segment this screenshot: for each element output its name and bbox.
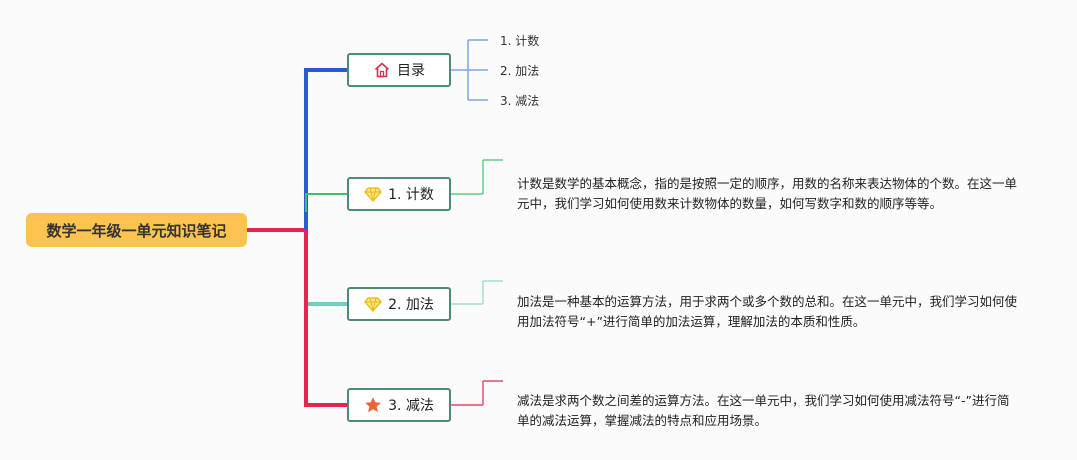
count-description: 计数是数学的基本概念，指的是按照一定的顺序，用数的名称来表达物体的个数。在这一单…	[517, 176, 1018, 211]
subtract-node[interactable]: 3. 减法	[347, 388, 451, 422]
toc-items-bracket	[451, 39, 488, 101]
toc-label: 目录	[397, 63, 425, 79]
toc-branch-line	[304, 68, 347, 230]
add-text-bracket	[451, 280, 503, 305]
count-text-bracket	[451, 159, 503, 195]
add-label: 2. 加法	[388, 297, 434, 313]
diamond-icon	[364, 185, 382, 203]
sub-branch-line	[304, 230, 347, 407]
add-branch-line	[304, 230, 347, 306]
add-description: 加法是一种基本的运算方法，用于求两个或多个数的总和。在这一单元中，我们学习如何使…	[517, 294, 1018, 329]
subtract-description: 减法是求两个数之间差的运算方法。在这一单元中，我们学习如何使用减法符号“-”进行…	[517, 393, 1010, 428]
count-node[interactable]: 1. 计数	[347, 177, 451, 211]
home-icon	[373, 61, 391, 79]
root-title: 数学一年级一单元知识笔记	[46, 221, 227, 240]
toc-item-count[interactable]: 1. 计数	[500, 34, 540, 48]
toc-item-subtract[interactable]: 3. 减法	[500, 94, 540, 108]
subtract-label: 3. 减法	[388, 398, 434, 414]
add-node[interactable]: 2. 加法	[347, 287, 451, 321]
toc-item-add[interactable]: 2. 加法	[500, 64, 540, 78]
diamond-icon	[364, 295, 382, 313]
count-label: 1. 计数	[388, 187, 434, 203]
root-topic[interactable]: 数学一年级一单元知识笔记	[26, 213, 247, 247]
star-icon	[364, 396, 382, 414]
count-branch-line	[305, 193, 347, 212]
toc-node[interactable]: 目录	[347, 53, 451, 87]
sub-text-bracket	[451, 380, 503, 406]
